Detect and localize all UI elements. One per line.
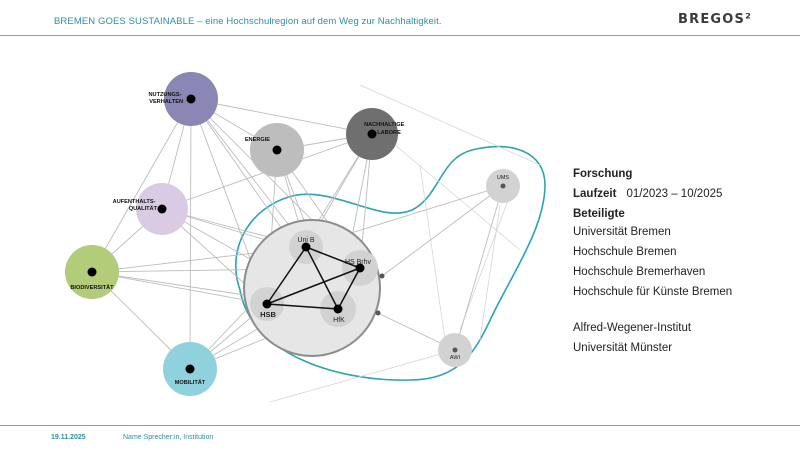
header-title: BREMEN GOES SUSTAINABLE – eine Hochschul… — [54, 16, 442, 27]
duration-label: Laufzeit — [573, 188, 617, 200]
institution-label-ums: UMS — [497, 175, 510, 181]
bregos-logo: BREGOS² — [678, 12, 752, 27]
topic-label-energie: ENERGIE — [245, 137, 270, 143]
list-item: Alfred-Wegener-Institut — [573, 322, 692, 334]
cluster-outline — [235, 145, 546, 381]
topic-label-biodiversitaet: BIODIVERSITÄT — [70, 284, 114, 291]
participants-list: Universität Bremen Hochschule Bremen Hoc… — [573, 224, 773, 300]
institution-label-unib: Uni B — [297, 237, 314, 244]
institution-label-awi: AWI — [450, 355, 461, 361]
list-item: Hochschule für Künste Bremen — [573, 286, 733, 298]
small-dots — [375, 183, 506, 353]
header-divider — [0, 35, 800, 36]
list-item: Hochschule Bremen — [573, 246, 677, 258]
background-lines — [269, 84, 541, 403]
topic-label-aufenthalt: AUFENTHALTS- QUALITÄT — [113, 199, 158, 212]
list-item: Hochschule Bremerhaven — [573, 266, 706, 278]
footer-speaker: Name Sprecher:in, Institution — [123, 434, 214, 441]
topic-label-labore: NACHHALTIGE LABORE — [364, 122, 406, 136]
participants-heading: Beteiligte — [573, 208, 625, 220]
project-info-panel: Forschung Laufzeit 01/2023 – 10/2025 Bete… — [573, 164, 773, 360]
institution-label-hfk: HfK — [333, 317, 345, 324]
topic-label-mobilitaet: MOBILITÄT — [175, 379, 206, 386]
topic-label-nutzungsverhalten: NUTZUNGS- VERHALTEN — [149, 92, 184, 105]
panel-heading: Forschung — [573, 168, 633, 180]
external-partners-list: Alfred-Wegener-Institut Universität Müns… — [573, 320, 773, 356]
institution-label-hsbrhv: HS Brhv — [345, 259, 372, 266]
node-dots — [87, 94, 377, 374]
list-item: Universität Bremen — [573, 226, 671, 238]
institution-label-hsb: HSB — [260, 310, 276, 319]
topic-nodes — [65, 72, 398, 396]
core-links — [266, 246, 361, 310]
list-item: Universität Münster — [573, 342, 673, 354]
footer-divider — [0, 425, 800, 426]
footer-date: 19.11.2025 — [51, 434, 86, 441]
duration-row: Laufzeit 01/2023 – 10/2025 — [573, 184, 773, 204]
duration-value: 01/2023 – 10/2025 — [626, 188, 723, 200]
